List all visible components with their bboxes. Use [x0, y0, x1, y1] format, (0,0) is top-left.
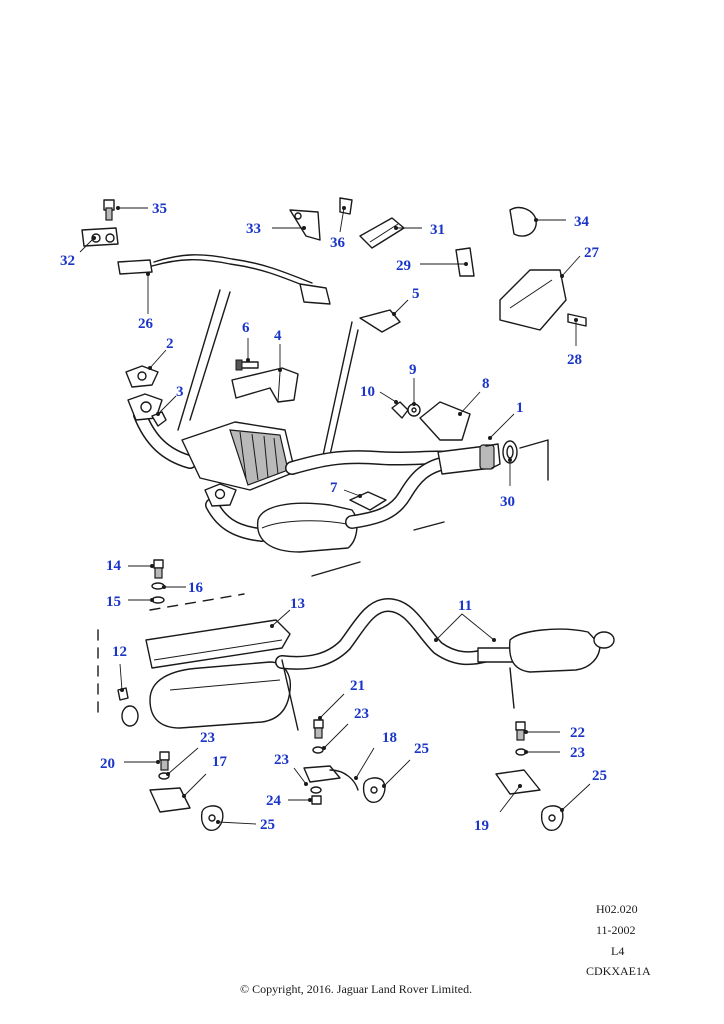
callout-3: 3	[176, 384, 184, 400]
callout-8: 8	[482, 376, 490, 392]
callout-27: 27	[584, 245, 600, 261]
callout-13: 13	[290, 596, 305, 612]
callout-24: 24	[266, 793, 282, 809]
drawing-reference: H02.020	[596, 902, 638, 916]
copyright-notice: © Copyright, 2016. Jaguar Land Rover Lim…	[240, 982, 473, 996]
callout-25-a: 25	[260, 817, 275, 833]
callout-labels: 1 2 3 4 5 6 7 8 9 10 11 12 13 14 15 16 1…	[60, 201, 607, 834]
callout-22: 22	[570, 725, 585, 741]
callout-15: 15	[106, 594, 121, 610]
callout-23-b: 23	[354, 706, 369, 722]
drawing-page: L4	[611, 944, 625, 958]
callout-33: 33	[246, 221, 261, 237]
drawing-code: CDKXAE1A	[586, 964, 651, 978]
callout-14: 14	[106, 558, 122, 574]
callout-28: 28	[567, 352, 582, 368]
rear-exhaust-assembly	[97, 559, 615, 831]
callout-23-a: 23	[200, 730, 215, 746]
callout-35: 35	[152, 201, 167, 217]
callout-10: 10	[360, 384, 375, 400]
callout-5: 5	[412, 286, 420, 302]
callout-9: 9	[409, 362, 417, 378]
callout-6: 6	[242, 320, 250, 336]
callout-1: 1	[516, 400, 524, 416]
callout-25-b: 25	[414, 741, 429, 757]
callout-20: 20	[100, 756, 115, 772]
callout-36: 36	[330, 235, 346, 251]
drawing-date: 11-2002	[596, 923, 636, 937]
callout-34: 34	[574, 214, 590, 230]
callout-30: 30	[500, 494, 515, 510]
callout-12: 12	[112, 644, 127, 660]
callout-26: 26	[138, 316, 154, 332]
callout-18: 18	[382, 730, 397, 746]
callout-11: 11	[458, 598, 472, 614]
callout-16: 16	[188, 580, 204, 596]
callout-21: 21	[350, 678, 365, 694]
callout-31: 31	[430, 222, 445, 238]
callout-29: 29	[396, 258, 411, 274]
callout-23-c: 23	[274, 752, 289, 768]
callout-25-c: 25	[592, 768, 607, 784]
callout-7: 7	[330, 480, 338, 496]
callout-17: 17	[212, 754, 228, 770]
callout-19: 19	[474, 818, 489, 834]
callout-32: 32	[60, 253, 75, 269]
callout-23-d: 23	[570, 745, 585, 761]
front-exhaust-assembly	[81, 197, 587, 577]
callout-2: 2	[166, 336, 174, 352]
callout-4: 4	[274, 328, 282, 344]
